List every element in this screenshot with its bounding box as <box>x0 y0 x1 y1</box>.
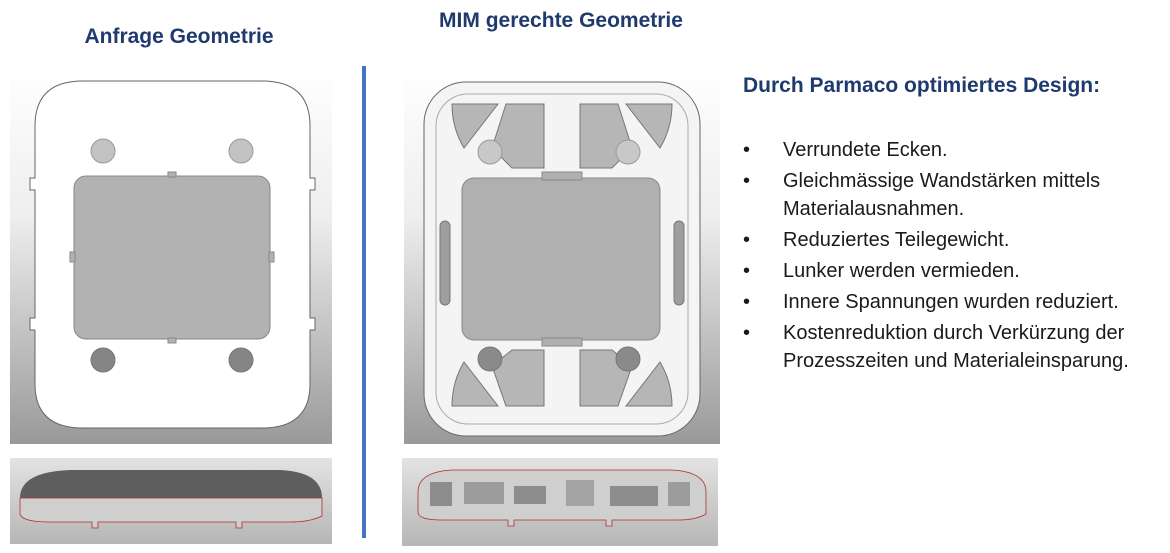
mim-hole <box>615 139 641 165</box>
request-center-pocket <box>73 175 271 340</box>
mim-pocket <box>451 103 500 149</box>
mim-hole <box>615 346 641 372</box>
mim-hole <box>477 139 503 165</box>
vertical-divider <box>362 66 366 538</box>
mim-pocket <box>491 349 545 407</box>
request-hole <box>228 347 254 373</box>
feature-list: Verrundete Ecken. Gleichmässige Wandstär… <box>743 136 1163 378</box>
request-hole <box>228 138 254 164</box>
request-part-section <box>19 497 323 529</box>
mim-hole <box>477 346 503 372</box>
request-hole <box>90 347 116 373</box>
mim-center-pocket <box>461 177 661 341</box>
mim-slot <box>439 220 451 306</box>
feature-item: Gleichmässige Wandstärken mittels Materi… <box>743 167 1163 223</box>
request-geometry-side-view <box>10 458 332 544</box>
feature-item: Verrundete Ecken. <box>743 136 1163 164</box>
feature-item: Reduziertes Teilegewicht. <box>743 226 1163 254</box>
design-title: Durch Parmaco optimiertes Design: <box>743 74 1101 97</box>
mim-part-section <box>417 469 707 527</box>
mim-pocket <box>624 361 673 407</box>
request-geometry-top-view <box>10 66 332 444</box>
mim-pocket <box>451 361 500 407</box>
mim-geometry-heading: MIM gerechte Geometrie <box>439 9 683 32</box>
feature-item: Lunker werden vermieden. <box>743 257 1163 285</box>
request-hole <box>90 138 116 164</box>
mim-geometry-top-view <box>404 66 720 444</box>
feature-item: Kostenreduktion durch Verkürzung der Pro… <box>743 319 1163 375</box>
request-geometry-heading: Anfrage Geometrie <box>84 25 274 48</box>
mim-geometry-side-view <box>402 458 718 546</box>
mim-slot <box>673 220 685 306</box>
feature-item: Innere Spannungen wurden reduziert. <box>743 288 1163 316</box>
mim-pocket <box>624 103 673 149</box>
